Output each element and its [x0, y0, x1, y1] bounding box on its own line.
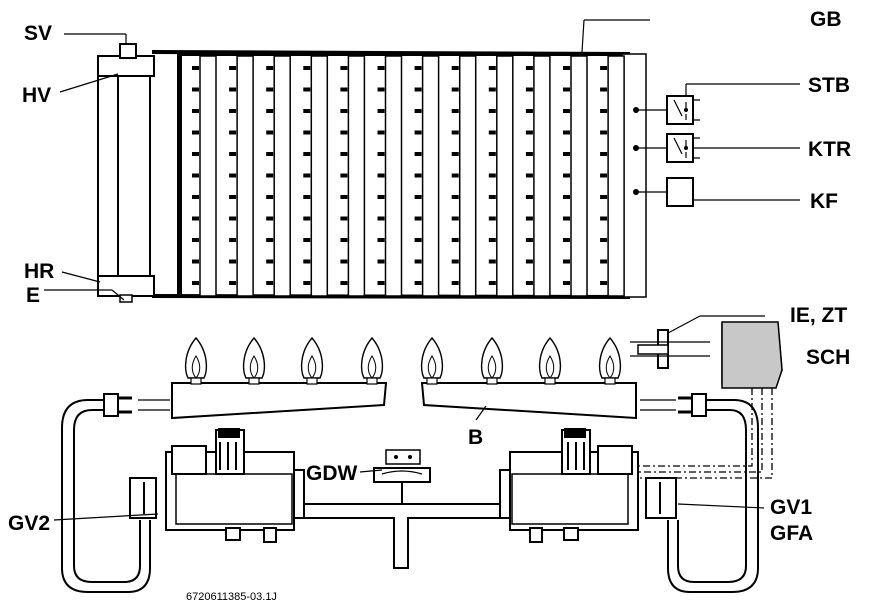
sensor-ktr — [633, 133, 800, 163]
label-gfa: GFA — [770, 522, 813, 545]
ignition-electrode — [630, 315, 765, 369]
heat-exchanger-fins — [192, 55, 625, 297]
label-gv1: GV1 — [770, 496, 812, 519]
burner — [171, 336, 637, 420]
label-gv2: GV2 — [8, 512, 50, 535]
label-sv: SV — [24, 22, 52, 45]
sensor-stb — [633, 83, 800, 125]
gas-valve-gv1 — [499, 428, 677, 543]
leader-lines — [44, 19, 765, 521]
water-pipe-loop — [97, 43, 155, 303]
gas-pipework — [61, 393, 759, 593]
label-sch: SCH — [806, 346, 850, 369]
label-hv: HV — [22, 84, 51, 107]
label-ie-zt: IE, ZT — [790, 304, 847, 327]
heat-block — [151, 50, 647, 299]
gas-valve-gv2 — [129, 428, 305, 543]
label-stb: STB — [808, 74, 850, 97]
label-b: B — [468, 426, 483, 449]
label-kf: KF — [810, 190, 838, 213]
label-gdw: GDW — [306, 462, 358, 485]
label-e: E — [26, 284, 40, 307]
control-box-sch — [721, 321, 783, 389]
label-hr: HR — [24, 260, 54, 283]
label-gb: GB — [810, 8, 842, 31]
label-ktr: KTR — [808, 138, 851, 161]
burner-flames — [184, 336, 622, 385]
figure-code: 6720611385-03.1J — [186, 591, 277, 603]
sensor-kf — [633, 177, 800, 207]
control-wiring — [632, 388, 773, 479]
